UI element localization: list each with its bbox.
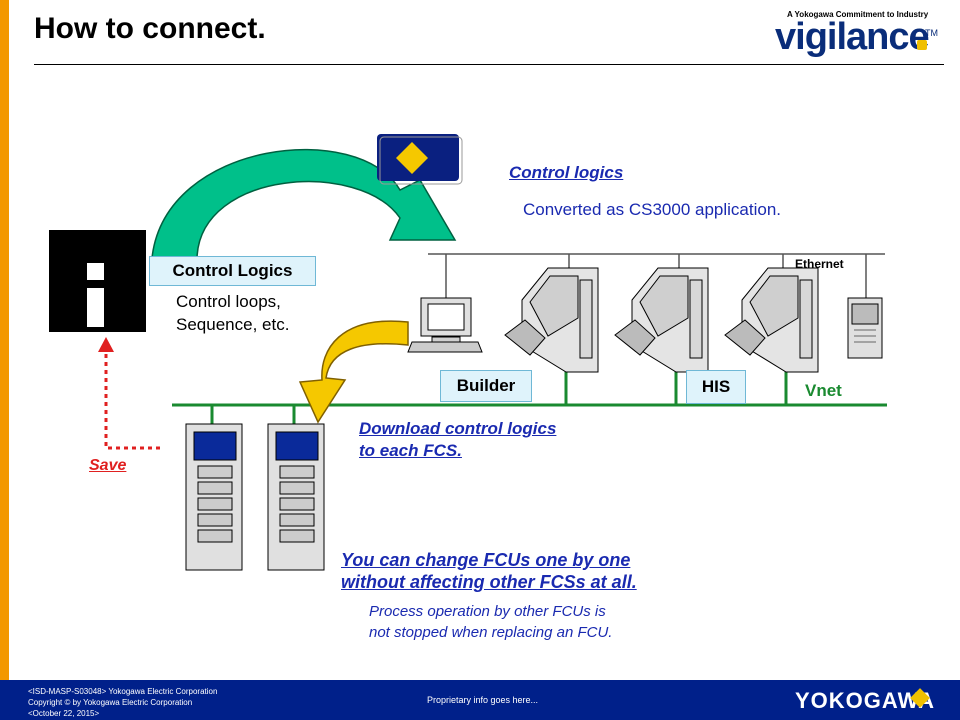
save-arrow	[104, 348, 160, 450]
fcs-cabinet-icon-1	[185, 423, 243, 571]
title-divider	[34, 64, 944, 65]
server-tower-icon	[847, 297, 883, 359]
process-operation-text: Process operation by other FCUs is not s…	[369, 603, 613, 641]
vigilance-logo: vigilance	[775, 16, 930, 58]
control-loops-text: Control loops, Sequence, etc.	[176, 292, 290, 334]
yellow-curved-arrow-icon	[298, 320, 409, 424]
footer-doc-info: <ISD-MASP-S03048> Yokogawa Electric Corp…	[28, 687, 218, 718]
save-label: Save	[89, 457, 127, 474]
his-label: HIS	[686, 370, 746, 404]
yokogawa-logo: YOKOGAWA	[795, 688, 936, 713]
logo-trademark: TM	[925, 28, 938, 38]
footer-proprietary: Proprietary info goes here...	[427, 695, 539, 705]
ethernet-label: Ethernet	[795, 257, 844, 271]
his-console-icon-3	[724, 267, 819, 373]
his-console-icon-1	[504, 267, 599, 373]
left-accent-bar	[0, 0, 9, 680]
fcs-cabinet-icon-2	[267, 423, 325, 571]
his-console-icon-2	[614, 267, 709, 373]
footer-bar	[0, 680, 960, 720]
change-fcu-text: You can change FCUs one by one without a…	[341, 550, 637, 592]
download-text: Download control logics to each FCS.	[359, 419, 557, 460]
vnet-label: Vnet	[805, 381, 842, 400]
logo-tagline: A Yokogawa Commitment to Industry	[787, 10, 929, 19]
control-logics-label: Control Logics	[149, 256, 316, 286]
converted-text: Converted as CS3000 application.	[523, 200, 781, 219]
info-dot	[87, 263, 104, 280]
builder-pc-icon	[407, 297, 483, 353]
converted-application-icon	[377, 134, 463, 185]
logo-dot-icon	[917, 40, 927, 50]
control-logics-heading: Control logics	[509, 163, 624, 182]
builder-label: Builder	[440, 370, 532, 402]
info-stem	[87, 288, 104, 327]
page-title: How to connect.	[34, 12, 266, 45]
